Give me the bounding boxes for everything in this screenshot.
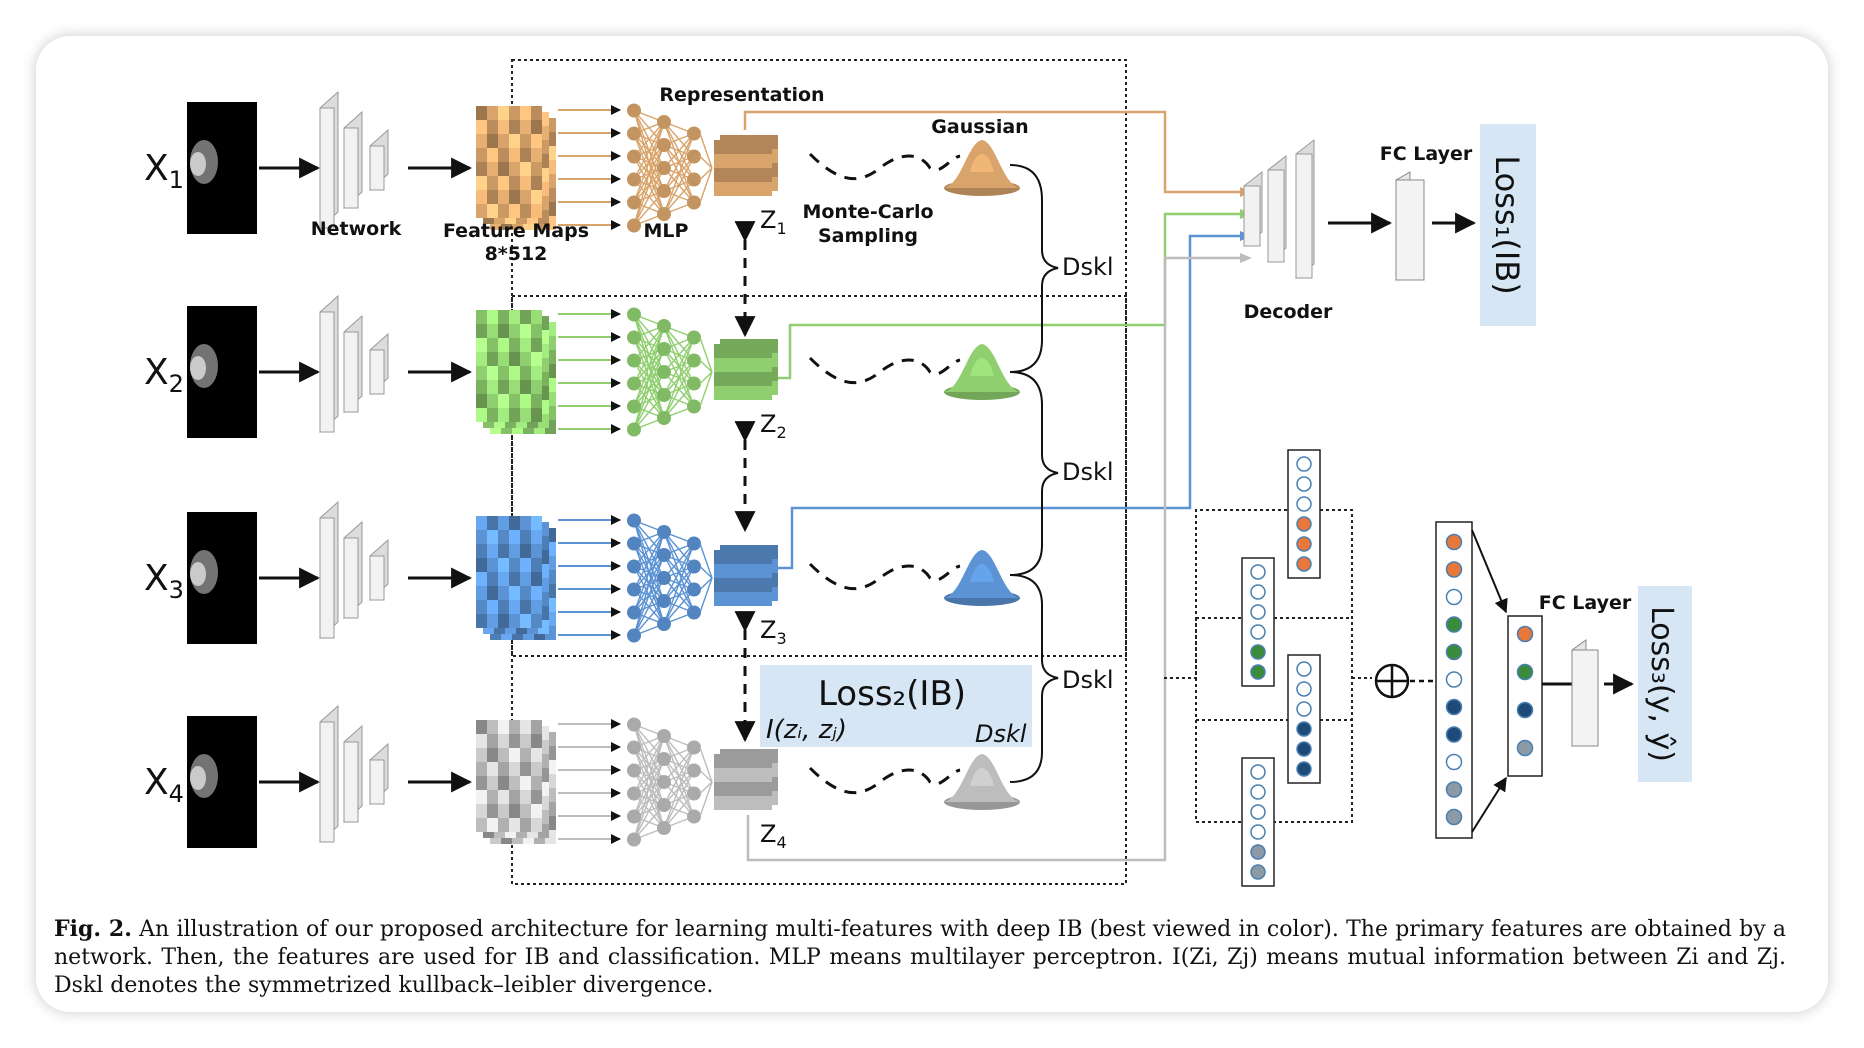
group-box-middle [511,295,1127,657]
loss2-mi: I(zᵢ, zⱼ) [766,715,847,745]
loss3-box [1638,586,1692,782]
classification-branch [1164,449,1635,887]
monte-carlo-label: Monte-Carlo [802,201,933,223]
fc-layer-1 [1395,171,1425,281]
network-block [319,704,389,844]
dskl-labels: Dskl Dskl Dskl [1062,253,1114,694]
z-label: Z4 [760,820,787,852]
feature-maps-label: Feature Maps [443,220,589,242]
line-gray [746,256,1240,862]
dskl-braces [1009,164,1059,783]
sampling-label: Sampling [818,225,918,247]
svg-text:Dskl: Dskl [1062,253,1114,281]
gaussian-mound [944,344,1020,400]
feature-arrows [558,309,621,434]
fc-layer-label-1: FC Layer [1380,143,1473,165]
decoder-block [1243,138,1315,280]
representation-label: Representation [659,84,824,106]
svg-text:Dskl: Dskl [1062,666,1114,694]
gaussian-mound [944,140,1020,196]
feature-maps-block [476,720,556,844]
loss1-box [1480,124,1536,326]
feature-arrows [558,105,621,230]
mlp-label: MLP [644,220,689,242]
loss2-label: Loss₂(IB) [818,674,966,714]
input-label: X1 [144,148,184,194]
mammogram-image [187,102,257,234]
decoder-label: Decoder [1244,301,1333,323]
svg-text:Dskl: Dskl [1062,458,1114,486]
representation-block [714,749,778,810]
representation-block [714,545,778,606]
line-green [775,212,1240,380]
network-label: Network [311,218,402,240]
z-label: Z1 [760,206,787,238]
feature-maps-size: 8*512 [485,243,548,265]
caption-label: Fig. 2. [54,916,132,942]
network-block [319,90,389,230]
mlp-block [627,307,713,437]
loss2-dskl: Dskl [975,720,1027,748]
figure-caption: Fig. 2. An illustration of our proposed … [54,915,1786,1000]
group-box-outer [511,59,1127,885]
representation-block [714,135,778,196]
line-orange [743,110,1240,194]
network-block [319,500,389,640]
loss2-box [760,665,1032,747]
feature-arrows [558,515,621,640]
input-label: X2 [144,352,184,398]
network-block [319,294,389,434]
z-label: Z3 [760,616,787,648]
feature-maps-block [476,516,556,640]
mlp-block [627,717,713,847]
z-label: Z2 [760,410,787,442]
fc-layer-label-2: FC Layer [1539,592,1632,614]
mammogram-image [187,306,257,438]
input-label: X3 [144,558,184,604]
mammogram-image [187,512,257,644]
feature-arrows [558,719,621,844]
gaussian-mound [944,550,1020,606]
gaussian-label: Gaussian [931,116,1028,138]
loss3-label: Loss₃(y, ŷ) [1644,606,1679,762]
mammogram-image [187,716,257,848]
gaussian-mound [944,754,1020,810]
mlp-block [627,513,713,643]
feature-maps-block [476,310,556,434]
input-label: X4 [144,762,184,808]
sampling-wave [808,766,961,795]
line-blue [775,234,1240,570]
feature-maps-block [476,106,556,230]
sampling-wave [808,356,961,385]
sampling-wave [808,562,961,591]
mlp-block [627,103,713,233]
loss1-label: Loss₁(IB) [1488,155,1526,294]
sampling-wave [808,152,961,181]
representation-block [714,339,778,400]
caption-text: An illustration of our proposed architec… [54,917,1786,998]
